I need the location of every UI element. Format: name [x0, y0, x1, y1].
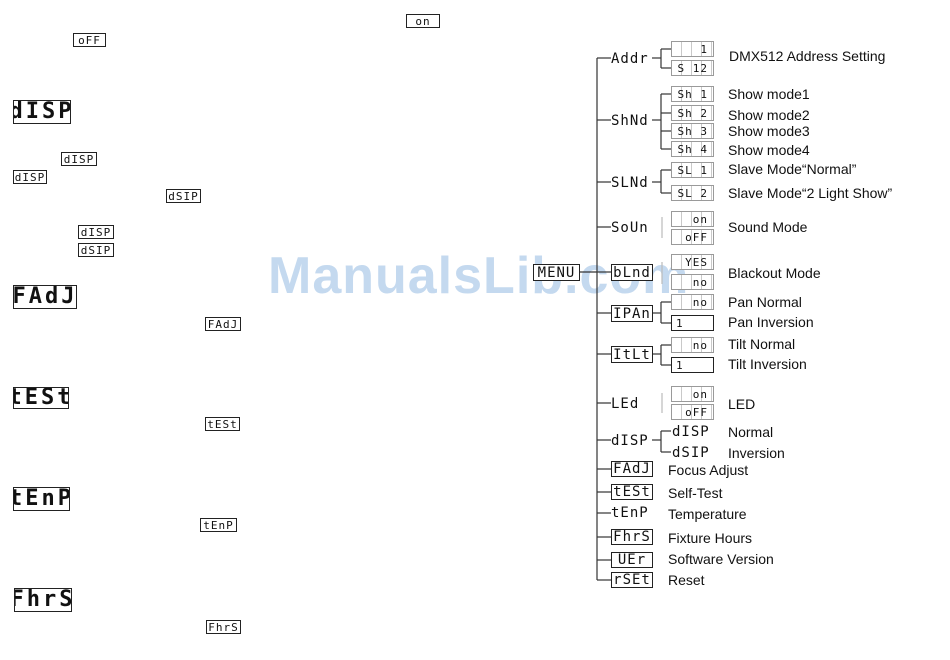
- test-code-display: tESt: [611, 484, 653, 500]
- fadj-label: Focus Adjust: [668, 462, 749, 478]
- disp-big-display: dISP: [13, 100, 71, 124]
- fadj-display-chip: FAdJ: [205, 317, 241, 331]
- shnd-label: Show mode4: [728, 142, 810, 158]
- pan-code-display: IPAn: [611, 305, 653, 322]
- shnd-value: Sh 3: [671, 123, 714, 139]
- shnd-value: Sh 2: [671, 105, 714, 121]
- off-display-chip: oFF: [73, 33, 106, 47]
- tilt-value: 1: [671, 357, 714, 373]
- disp-code-display: dISP: [611, 432, 649, 449]
- tilt-value: no: [671, 337, 714, 353]
- led-code-display: LEd: [611, 395, 640, 412]
- fhrs-code-display: FhrS: [611, 529, 653, 545]
- rset-code-display: rSEt: [611, 572, 653, 588]
- temp-big-display: tEnP: [13, 487, 70, 511]
- disp-value: dSIP: [672, 444, 710, 461]
- test-big-display: tESt: [13, 387, 69, 409]
- pan-label: Pan Inversion: [728, 314, 814, 330]
- menu-root-display: MENU: [533, 264, 580, 281]
- blackout-value: no: [671, 274, 714, 290]
- led-value: oFF: [671, 404, 714, 420]
- fhrs-big-display: FhrS: [14, 588, 72, 612]
- tilt-code-display: ItLt: [611, 346, 653, 363]
- addr-value-max: S 12: [671, 60, 714, 76]
- soun-value: oFF: [671, 229, 714, 245]
- soun-value: on: [671, 211, 714, 227]
- temp-code-display: tEnP: [611, 505, 649, 521]
- addr-label: DMX512 Address Setting: [729, 48, 886, 64]
- shnd-value: Sh 4: [671, 141, 714, 157]
- fadj-code-display: FAdJ: [611, 461, 653, 477]
- disp-label: Normal: [728, 424, 774, 440]
- test-display-chip: tESt: [205, 417, 240, 431]
- shnd-label: Show mode3: [728, 123, 810, 139]
- dsip-display-chip: dSIP: [166, 189, 201, 203]
- led-value: on: [671, 386, 714, 402]
- fadj-big-display: FAdJ: [13, 285, 77, 309]
- slnd-label: Slave Mode“2 Light Show”: [728, 185, 893, 201]
- blackout-value: YES: [671, 254, 714, 270]
- slnd-label: Slave Mode“Normal”: [728, 161, 857, 177]
- ver-code-display: UEr: [611, 552, 653, 568]
- disp-display-chip: dISP: [78, 225, 114, 239]
- temp-label: Temperature: [668, 506, 747, 522]
- addr-value-min: 1: [671, 41, 714, 57]
- pan-value: no: [671, 294, 714, 310]
- on-display-chip: on: [406, 14, 440, 28]
- fhrs-display-chip: FhrS: [206, 620, 241, 634]
- tilt-label: Tilt Inversion: [728, 356, 807, 372]
- blackout-label: Blackout Mode: [728, 265, 821, 281]
- disp-display-chip: dISP: [13, 170, 47, 184]
- disp-label: Inversion: [728, 445, 785, 461]
- dsip-display-chip: dSIP: [78, 243, 114, 257]
- disp-display-chip: dISP: [61, 152, 97, 166]
- ver-label: Software Version: [668, 551, 774, 567]
- led-label: LED: [728, 396, 756, 412]
- shnd-label: Show mode2: [728, 107, 810, 123]
- shnd-value: Sh 1: [671, 86, 714, 102]
- slnd-value: SL 1: [671, 162, 714, 178]
- tilt-label: Tilt Normal: [728, 336, 796, 352]
- temp-display-chip: tEnP: [200, 518, 237, 532]
- soun-label: Sound Mode: [728, 219, 808, 235]
- blackout-code-display: bLnd: [611, 264, 653, 281]
- test-label: Self-Test: [668, 485, 723, 501]
- shnd-code-display: ShNd: [611, 112, 649, 129]
- pan-label: Pan Normal: [728, 294, 802, 310]
- slnd-code-display: SLNd: [611, 174, 649, 191]
- soun-code-display: SoUn: [611, 219, 649, 236]
- disp-value: dISP: [672, 423, 710, 440]
- rset-label: Reset: [668, 572, 705, 588]
- addr-code-display: Addr: [611, 50, 649, 67]
- slnd-value: SL 2: [671, 185, 714, 201]
- pan-value: 1: [671, 315, 714, 331]
- shnd-label: Show mode1: [728, 86, 810, 102]
- fhrs-label: Fixture Hours: [668, 530, 753, 546]
